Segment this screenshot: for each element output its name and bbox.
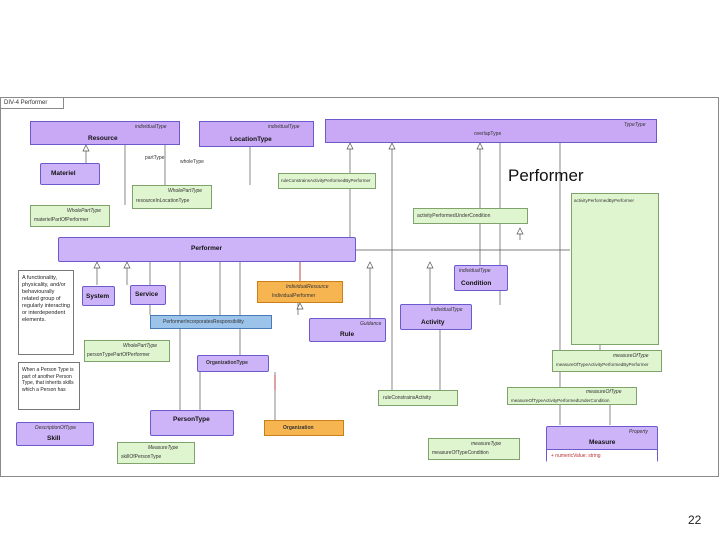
rule-class[interactable]: Guidance Rule — [309, 318, 386, 342]
materiel-part-class[interactable]: WholePartType materielPartOfPerformer — [30, 205, 110, 227]
rule-constrains-class[interactable]: ruleConstrainsActivityPerformedByPerform… — [278, 173, 376, 189]
frame-tab: DIV-4 Performer — [0, 97, 64, 109]
condition-class[interactable]: individualType Condition — [454, 265, 508, 291]
skill-of-person-type-class[interactable]: MeasureType skillOfPersonType — [117, 442, 195, 464]
type-type-class[interactable]: TypeType overlapType — [325, 119, 657, 143]
note-performer-definition: A functionality, physicality, and/or beh… — [18, 270, 74, 355]
resource-class[interactable]: individualType Resource — [30, 121, 180, 145]
measure-type-condition-performed-class[interactable]: measureOfType measureOfTypeActivityPerfo… — [507, 387, 637, 405]
materiel-class[interactable]: Materiel — [40, 163, 100, 185]
organization-class[interactable]: Organization — [264, 420, 344, 436]
note-person-type: When a Person Type is part of another Pe… — [18, 362, 80, 410]
location-type-class[interactable]: individualType LocationType — [199, 121, 314, 147]
performer-responsibility-class[interactable]: PerformerIncorporatesResponsibility — [150, 315, 272, 329]
person-type-class[interactable]: PersonType — [150, 410, 234, 436]
measure-attributes: + numericValue: string — [547, 449, 657, 463]
resource-in-location-class[interactable]: WholePartType resourceInLocationType — [132, 185, 212, 209]
whole-type-label: wholeType — [180, 159, 204, 165]
person-type-part-class[interactable]: WholePartType personTypePartOfPerformer — [84, 340, 170, 362]
skill-class[interactable]: DescriptionOfType Skill — [16, 422, 94, 446]
measure-condition-class[interactable]: measureType measureOfTypeCondition — [428, 438, 520, 460]
system-class[interactable]: System — [82, 286, 115, 306]
performer-class[interactable]: Performer — [58, 237, 356, 262]
organization-type-class[interactable]: OrganizationType — [197, 355, 269, 372]
activity-class[interactable]: individualType Activity — [400, 304, 472, 330]
page-number: 22 — [688, 513, 702, 527]
rule-activity-class[interactable]: ruleConstrainsActivity — [378, 390, 458, 406]
individual-performer-class[interactable]: IndividualResource IndividualPerformer — [257, 281, 343, 303]
part-type-label: partType — [145, 155, 165, 161]
diagram-title: Performer — [508, 166, 584, 185]
service-class[interactable]: Service — [130, 285, 166, 305]
measure-type-activity-performed-class[interactable]: measureOfType measureOfTypeActivityPerfo… — [552, 350, 662, 372]
activity-performed-by-performer-class[interactable]: activityPerformedByPerformer — [571, 193, 659, 345]
activity-performed-under-class[interactable]: activityPerformedUnderCondition — [413, 208, 528, 224]
measure-class[interactable]: Property Measure + numericValue: string — [546, 426, 658, 463]
